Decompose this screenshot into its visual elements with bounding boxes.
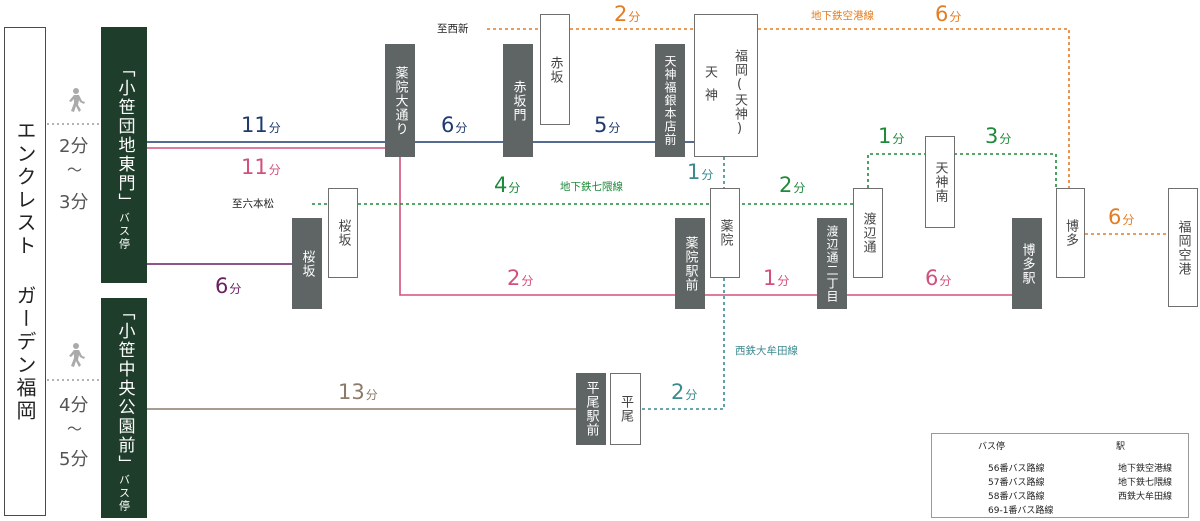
origin-ozasa-danchi-higashimon: 「小笹団地東門」バス停 <box>101 27 147 283</box>
legend-omuta: 西鉄大牟田線 <box>1118 492 1173 502</box>
station-fukuoka-tenjin-label: 福岡(天神) <box>732 49 747 137</box>
station-akasaka: 赤坂 <box>540 14 570 125</box>
walk-time-2a: 4分 <box>59 395 89 416</box>
label-omuta-line: 西鉄大牟田線 <box>735 345 798 357</box>
time-bus58-yakuin-odori: 11分 <box>241 155 281 179</box>
bus58-line <box>147 147 1012 296</box>
station-watanabedori: 渡辺通 <box>853 188 883 278</box>
time-bus69-hirao: 13分 <box>338 380 378 404</box>
walk-time-1-tilde: ～ <box>67 161 83 179</box>
time-airport-hakata-airport: 6分 <box>1108 205 1135 229</box>
legend-nanakuma: 地下鉄七隈線 <box>1118 478 1173 488</box>
walk-time-1a: 2分 <box>59 136 89 157</box>
legend-bus69: 69-1番バス路線 <box>988 506 1054 516</box>
label-nanakuma-line: 地下鉄七隈線 <box>560 181 623 193</box>
legend-bus56: 56番バス路線 <box>988 464 1045 474</box>
time-omuta-yakuin-tenjin: 1分 <box>687 160 714 184</box>
time-bus58-hakata: 6分 <box>925 266 952 290</box>
omuta-line-2 <box>641 278 725 410</box>
busstop-sakurazaka: 桜坂 <box>292 218 322 309</box>
time-nanakuma-watanabe-tenjinminami: 1分 <box>878 124 905 148</box>
station-sakurazaka: 桜坂 <box>328 188 358 278</box>
legend-bus-stop: バス停 <box>978 442 1006 452</box>
busstop-akasakamon: 赤坂門 <box>503 44 533 157</box>
station-tenjin: 天神 福岡(天神) <box>694 14 758 157</box>
legend-bus57: 57番バス路線 <box>988 478 1045 488</box>
legend-airport: 地下鉄空港線 <box>1118 464 1173 474</box>
legend-station: 駅 <box>1116 442 1126 452</box>
time-bus56-akasakamon: 6分 <box>441 113 468 137</box>
time-bus56-yakuin-odori: 11分 <box>241 113 281 137</box>
station-tenjin-minami: 天神南 <box>925 136 955 228</box>
label-to-ropponmatsu: 至六本松 <box>232 198 274 210</box>
airport-line-3 <box>758 28 1070 188</box>
time-nanakuma-yakuin-watanabe: 2分 <box>779 173 806 197</box>
busstop-yakuin-odori: 薬院大通り <box>385 44 415 157</box>
time-bus58-yakuin-eki: 2分 <box>507 266 534 290</box>
time-bus58-watanabe: 1分 <box>763 266 790 290</box>
station-hirao: 平尾 <box>610 373 641 445</box>
time-omuta-hirao-yakuin: 2分 <box>671 380 698 404</box>
busstop-yakuin-eki: 薬院駅前 <box>675 218 705 309</box>
time-nanakuma-tenjinminami-hakata: 3分 <box>985 124 1012 148</box>
walk-icon <box>69 88 85 112</box>
label-to-nishijin: 至西新 <box>437 23 469 35</box>
walk-time-2-tilde: ～ <box>67 420 83 438</box>
origin-ozasa-chuo-koen-mae: 「小笹中央公園前」バス停 <box>101 298 147 518</box>
walk-time-2b: 5分 <box>59 449 89 470</box>
destination-box: エンクレスト ガーデン福岡 <box>4 27 46 516</box>
busstop-tenjin-fukugin: 天神福銀本店前 <box>655 44 685 157</box>
station-fukuoka-airport: 福岡空港 <box>1168 188 1198 307</box>
time-airport-tenjin-hakata: 6分 <box>935 2 962 26</box>
busstop-hakata-eki: 博多駅 <box>1012 218 1042 309</box>
busstop-hirao-eki: 平尾駅前 <box>576 373 606 445</box>
legend-bus58: 58番バス路線 <box>988 492 1045 502</box>
time-bus56-tenjin: 5分 <box>594 113 621 137</box>
station-hakata: 博多 <box>1056 188 1085 278</box>
legend <box>931 433 1189 518</box>
walk-icon <box>69 343 85 367</box>
time-bus57-sakurazaka: 6分 <box>215 274 242 298</box>
time-airport-akasaka-tenjin: 2分 <box>614 2 641 26</box>
station-yakuin: 薬院 <box>710 188 740 278</box>
label-airport-line: 地下鉄空港線 <box>811 10 874 22</box>
walk-time-1b: 3分 <box>59 192 89 213</box>
busstop-watanabe-2: 渡辺通二丁目 <box>817 218 847 309</box>
time-nanakuma-sakurazaka-yakuin: 4分 <box>494 173 521 197</box>
nanakuma-line-3 <box>867 153 1057 188</box>
station-tenjin-label: 天神 <box>702 65 717 111</box>
